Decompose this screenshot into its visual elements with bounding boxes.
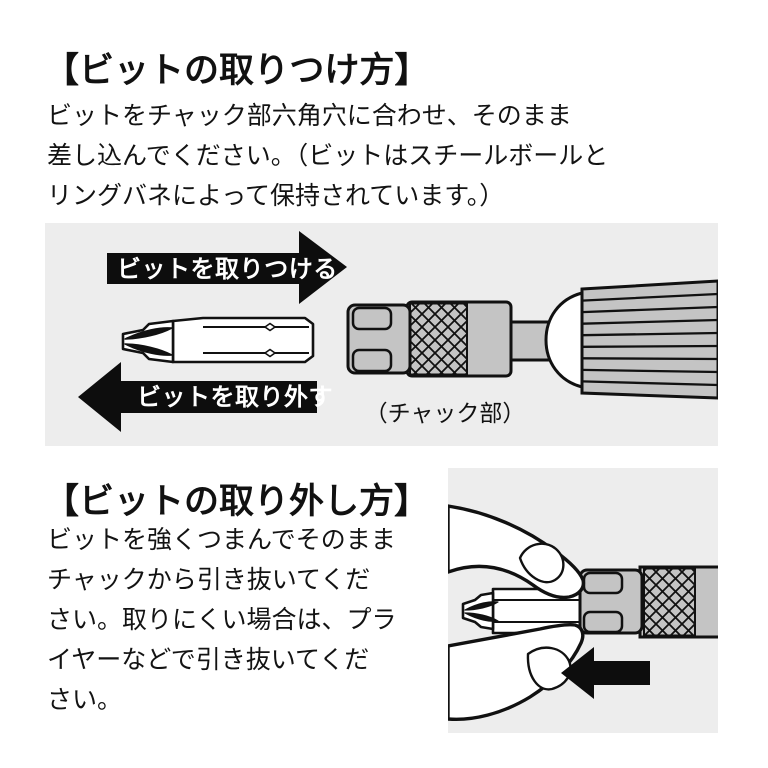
- attach-direction-arrow: [107, 231, 347, 304]
- text-line: チャックから引き抜いてくだ: [47, 566, 371, 594]
- chuck-illustration: [578, 565, 718, 639]
- text-line: リングバネによって保持されています。）: [47, 182, 505, 210]
- text-line: 差し込んでください。（ビットはスチールボールと: [47, 142, 609, 170]
- remove-instructions: ビットを強くつまんでそのまま チャックから引き抜いてくだ さい。取りにくい場合は…: [47, 520, 442, 720]
- text-line: イヤーなどで引き抜いてくだ: [47, 646, 370, 674]
- remove-direction-arrow: [78, 362, 317, 432]
- chuck-illustration: [346, 279, 718, 400]
- attach-arrow-label: ビットを取りつける: [117, 256, 338, 283]
- chuck-part-label: （チャック部）: [365, 400, 526, 426]
- pull-out-arrow: [561, 647, 650, 699]
- attach-section-title: 【ビットの取りつけ方】: [44, 51, 430, 90]
- attach-diagram: ビットを取りつける ビットを取り外す: [78, 231, 718, 432]
- text-line: さい。取りにくい場合は、プラ: [47, 606, 397, 634]
- remove-diagram-panel: [448, 468, 718, 733]
- text-line: さい。: [47, 686, 123, 714]
- attach-diagram-panel: ビットを取りつける ビットを取り外す: [45, 223, 718, 446]
- remove-arrow-label: ビットを取り外す: [137, 383, 333, 411]
- remove-section-title: 【ビットの取り外し方】: [44, 482, 430, 521]
- torx-bit-illustration: [121, 316, 315, 364]
- fingers-illustration: [448, 504, 586, 722]
- attach-instructions: ビットをチャック部六角穴に合わせ、そのまま 差し込んでください。（ビットはスチー…: [47, 96, 737, 216]
- text-line: ビットを強くつまんでそのまま: [47, 526, 396, 554]
- remove-diagram: [448, 504, 718, 722]
- text-line: ビットをチャック部六角穴に合わせ、そのまま: [47, 102, 572, 130]
